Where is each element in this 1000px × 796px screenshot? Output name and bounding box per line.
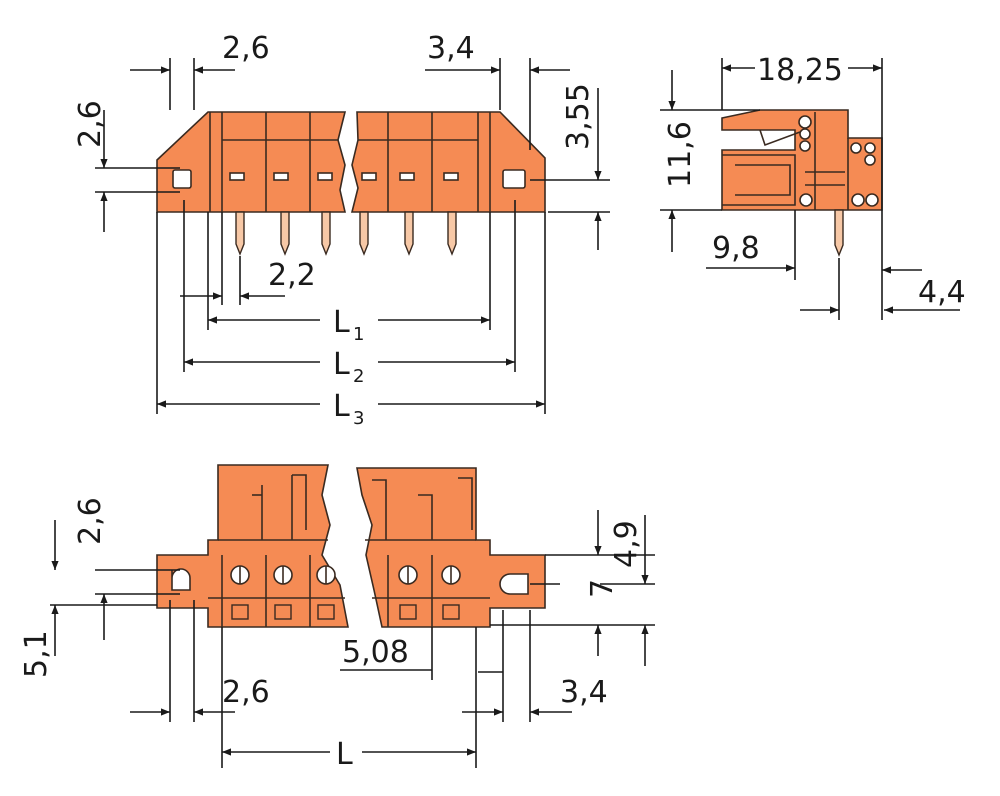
front-contacts	[229, 172, 459, 181]
dim-l2-sub: 2	[353, 366, 364, 387]
dim-top-right: 3,4	[427, 31, 475, 66]
right-flange-hole	[502, 169, 526, 189]
left-flange-hole	[172, 169, 192, 189]
bottom-square-slots	[231, 604, 460, 620]
bottom-body-left	[156, 464, 349, 628]
bottom-right-flange-hole	[499, 573, 529, 595]
dim-l2: L	[333, 347, 350, 382]
dim-bottom-right-width: 3,4	[560, 675, 608, 710]
side-pin	[834, 209, 844, 257]
dim-bottom-left-height: 2,6	[73, 497, 108, 545]
dim-rear: 4,4	[918, 275, 966, 310]
dim-bottom-left-base: 5,1	[19, 630, 54, 678]
front-view: 2,6 3,4 2,6 3,55 2,2 L 1	[73, 31, 610, 429]
bottom-view: 2,6 5,1 2,6 4,9 7 5,08 3,4	[19, 464, 655, 772]
bottom-round-contacts	[230, 565, 461, 585]
dim-pin-pitch: 2,2	[268, 258, 316, 293]
front-body-left	[156, 111, 347, 213]
dim-side-height: 11,6	[663, 121, 698, 188]
dim-bottom-length: L	[336, 737, 353, 772]
bottom-left-flange-hole	[171, 568, 191, 591]
dim-bottom-pitch: 5,08	[342, 635, 409, 670]
front-pins	[235, 211, 457, 256]
side-view: 18,25 11,6 9,8 4,4	[660, 53, 966, 320]
dim-bottom-left-width: 2,6	[222, 675, 270, 710]
dim-l3-sub: 3	[353, 408, 364, 429]
dim-l3: L	[333, 389, 350, 424]
dim-side-width: 18,25	[757, 53, 843, 88]
bottom-body-right	[356, 467, 546, 628]
dim-l1-sub: 1	[353, 324, 364, 345]
dim-bottom-right-mid: 7	[585, 579, 620, 598]
front-body-right	[350, 111, 546, 213]
dim-left-height: 2,6	[73, 100, 108, 148]
dim-bottom-right-top: 4,9	[609, 520, 644, 568]
dim-pin-offset: 9,8	[712, 231, 760, 266]
dim-l1: L	[333, 305, 350, 340]
side-holes	[798, 115, 879, 207]
dim-right-height: 3,55	[561, 83, 596, 150]
dim-top-left: 2,6	[222, 31, 270, 66]
